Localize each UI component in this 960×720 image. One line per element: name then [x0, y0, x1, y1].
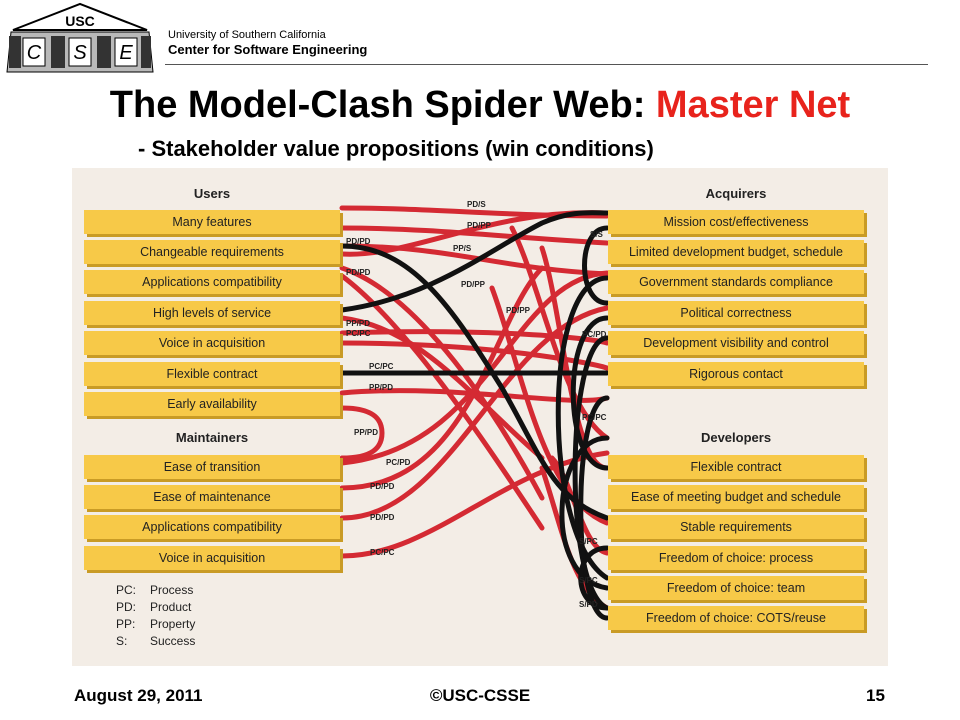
- maintainer-box-ease-of-transition: Ease of transition: [84, 455, 340, 479]
- link-line: [339, 405, 385, 461]
- developer-box-ease-of-meeting-budget: Ease of meeting budget and schedule: [608, 485, 864, 509]
- line-label: PC/PC: [346, 329, 371, 338]
- line-label: PC/PD: [386, 458, 411, 467]
- link-line: [339, 340, 610, 371]
- link-line: [582, 225, 610, 306]
- title-accent: Master Net: [655, 84, 851, 126]
- spider-web-figure: Users Maintainers Acquirers Developers M…: [72, 168, 888, 666]
- center-name: Center for Software Engineering: [168, 42, 368, 57]
- acquirer-box-government-standards: Government standards compliance: [608, 270, 864, 294]
- maintainer-box-ease-of-maintenance: Ease of maintenance: [84, 485, 340, 509]
- logo-letter-s: S: [73, 42, 87, 64]
- acquirer-box-political-correctness: Political correctness: [608, 301, 864, 325]
- group-maintainers: Maintainers: [175, 430, 249, 445]
- user-box-flexible-contract: Flexible contract: [84, 362, 340, 386]
- line-label: PD/PP: [461, 280, 486, 289]
- acquirer-box-limited-budget: Limited development budget, schedule: [608, 240, 864, 264]
- slide-subtitle: - Stakeholder value propositions (win co…: [138, 136, 654, 161]
- legend-row-success: S:Success: [116, 634, 196, 648]
- logo-letter-e: E: [119, 42, 133, 64]
- developer-box-flexible-contract: Flexible contract: [608, 455, 864, 479]
- user-box-early-availability: Early availability: [84, 392, 340, 416]
- line-label: PP/PD: [346, 319, 371, 328]
- line-label: PC/PC: [582, 413, 607, 422]
- user-box-many-features: Many features: [84, 210, 340, 234]
- acquirer-box-development-visibility: Development visibility and control: [608, 331, 864, 355]
- link-line: [572, 335, 610, 611]
- group-developers: Developers: [700, 430, 772, 445]
- link-line: [339, 273, 545, 531]
- maintainer-box-voice-in-acquisition: Voice in acquisition: [84, 546, 340, 570]
- user-box-changeable-requirements: Changeable requirements: [84, 240, 340, 264]
- link-line: [539, 245, 610, 471]
- connection-lines: [339, 205, 610, 621]
- link-line: [339, 225, 610, 246]
- developer-box-freedom-process: Freedom of choice: process: [608, 546, 864, 570]
- line-label: PD/PD: [370, 513, 395, 522]
- link-line: [559, 435, 610, 591]
- header-rule: [165, 64, 928, 65]
- user-box-applications-compatibility: Applications compatibility: [84, 270, 340, 294]
- legend-row-product: PD:Product: [116, 600, 192, 614]
- line-label: S/PC: [579, 537, 598, 546]
- line-label: PC/PC: [370, 548, 395, 557]
- line-label: PP/PD: [369, 383, 394, 392]
- acquirer-box-mission-cost: Mission cost/effectiveness: [608, 210, 864, 234]
- link-line: [339, 265, 545, 501]
- developer-box-freedom-cots: Freedom of choice: COTS/reuse: [608, 606, 864, 630]
- user-box-high-levels-of-service: High levels of service: [84, 301, 340, 325]
- maintainer-box-applications-compatibility: Applications compatibility: [84, 515, 340, 539]
- developer-box-stable-requirements: Stable requirements: [608, 515, 864, 539]
- slide-title: The Model-Clash Spider Web: Master Net: [0, 84, 960, 127]
- link-line: [339, 265, 545, 491]
- line-label: PP/PD: [354, 428, 379, 437]
- university-name: University of Southern California: [168, 29, 326, 41]
- legend-row-process: PC:Process: [116, 583, 194, 597]
- line-label: PD/PP: [506, 306, 531, 315]
- title-main: The Model-Clash Spider Web:: [109, 84, 656, 126]
- line-label: S/S: [590, 230, 603, 239]
- legend-row-property: PP:Property: [116, 617, 196, 631]
- line-label: S/PC: [579, 576, 598, 585]
- group-users: Users: [193, 186, 231, 201]
- user-box-voice-in-acquisition: Voice in acquisition: [84, 331, 340, 355]
- line-label: PC/PC: [369, 362, 394, 371]
- link-line: [339, 210, 610, 313]
- footer-page-number: 15: [866, 686, 885, 705]
- line-label: PD/PD: [370, 482, 395, 491]
- line-label: PD/S: [467, 200, 486, 209]
- logo-letter-c: C: [27, 42, 42, 64]
- line-label: PD/PD: [346, 268, 371, 277]
- line-label: PD/PD: [346, 237, 371, 246]
- line-label: S/PD: [579, 600, 598, 609]
- link-line: [339, 388, 610, 403]
- link-line: [339, 243, 610, 277]
- acquirer-box-rigorous-contact: Rigorous contact: [608, 362, 864, 386]
- group-acquirers: Acquirers: [705, 186, 767, 201]
- link-line: [339, 270, 610, 466]
- footer-copyright: ©USC-CSSE: [429, 686, 531, 705]
- usc-cse-logo: USC C S E: [5, 2, 155, 78]
- link-line: [570, 315, 610, 471]
- footer-date: August 29, 2011: [74, 686, 203, 705]
- link-line: [339, 450, 610, 559]
- logo-usc-text: USC: [65, 13, 95, 29]
- line-label: PC/PD: [582, 330, 607, 339]
- link-line: [578, 545, 610, 611]
- line-label: PD/PP: [467, 221, 492, 230]
- link-line: [339, 315, 545, 461]
- line-label: PP/S: [453, 244, 472, 253]
- developer-box-freedom-team: Freedom of choice: team: [608, 576, 864, 600]
- legend: PC:Process PD:Product PP:Property S:Succ…: [116, 582, 195, 650]
